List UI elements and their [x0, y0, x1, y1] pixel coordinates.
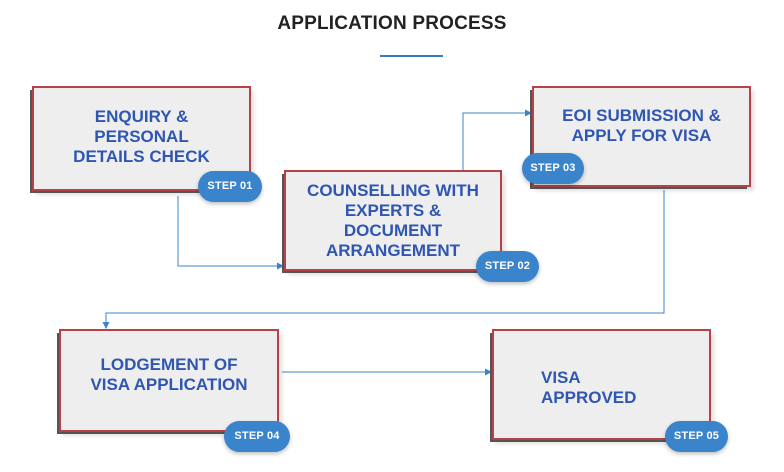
- step-1-badge: STEP 01: [198, 171, 262, 202]
- step-5-text: VISA APPROVED: [541, 368, 636, 408]
- step-2-line-3: DOCUMENT: [343, 221, 443, 240]
- step-5-line-2: APPROVED: [541, 388, 637, 407]
- step-1-line-2: PERSONAL: [94, 127, 189, 146]
- step-2-line-4: ARRANGEMENT: [325, 241, 461, 260]
- step-1-line-3: DETAILS CHECK: [73, 147, 210, 166]
- step-5-badge: STEP 05: [665, 421, 728, 452]
- step-4-line-1: LODGEMENT OF: [100, 355, 238, 374]
- step-1-text: ENQUIRY & PERSONAL DETAILS CHECK: [32, 107, 251, 167]
- step-5-line-1: VISA: [541, 368, 581, 387]
- page-title: APPLICATION PROCESS: [277, 13, 507, 34]
- connector-step3-to-step4: [102, 190, 665, 329]
- step-2-box: [284, 170, 502, 271]
- step-4-badge: STEP 04: [224, 421, 290, 452]
- step-4-text: LODGEMENT OF VISA APPLICATION: [59, 355, 279, 395]
- step-2-badge: STEP 02: [476, 251, 539, 282]
- step-2-line-2: EXPERTS &: [344, 201, 442, 220]
- step-3-badge: STEP 03: [522, 153, 584, 184]
- step-2-text: COUNSELLING WITH EXPERTS & DOCUMENT ARRA…: [284, 181, 502, 261]
- step-4-line-2: VISA APPLICATION: [90, 375, 248, 394]
- step-3-line-1: EOI SUBMISSION &: [562, 106, 721, 125]
- title-underline: [380, 55, 443, 57]
- step-2-line-1: COUNSELLING WITH: [307, 181, 479, 200]
- step-4-box: [59, 329, 279, 432]
- connector-step1-to-step2: [177, 196, 284, 270]
- connector-step2-to-step3: [462, 109, 532, 171]
- step-3-line-2: APPLY FOR VISA: [571, 126, 712, 145]
- step-3-text: EOI SUBMISSION & APPLY FOR VISA: [532, 106, 751, 146]
- step-1-line-1: ENQUIRY &: [94, 107, 189, 126]
